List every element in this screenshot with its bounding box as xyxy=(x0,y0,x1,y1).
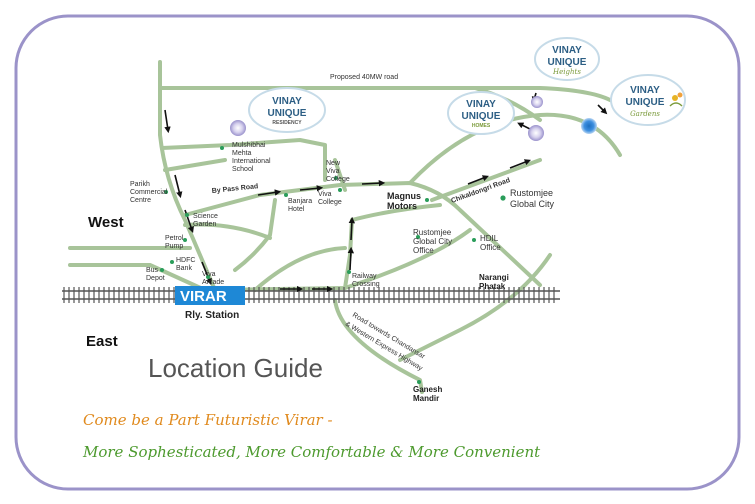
new-viva-label-2: Viva xyxy=(326,168,340,175)
heights-brand-2: UNIQUE xyxy=(548,57,587,68)
heights-location-marker[interactable] xyxy=(531,96,543,108)
mulshibhai-label-1: Mulshibhai xyxy=(232,142,266,149)
rustomjee-office-label-1: Rustomjee xyxy=(413,228,452,237)
gardens-location-marker[interactable] xyxy=(581,118,597,134)
viva-college-label-1: Viva xyxy=(318,191,332,198)
heights-name: Heights xyxy=(552,68,581,76)
homes-brand-2: UNIQUE xyxy=(462,111,501,122)
bus-label-1: Bus xyxy=(146,267,159,274)
residency-logo[interactable]: VINAY UNIQUE RESIDENCY xyxy=(248,87,326,133)
gardens-brand-2: UNIQUE xyxy=(626,97,665,108)
tagline-line-2: More Sophesticated, More Comfortable & M… xyxy=(82,443,541,461)
ganesh-label-2: Mandir xyxy=(413,394,439,403)
gardens-brand-1: VINAY xyxy=(630,85,660,96)
petrol-label-2: Pump xyxy=(165,243,183,250)
narangi-label-2: Phatak xyxy=(479,282,506,291)
station-name: VIRAR xyxy=(180,288,227,305)
homes-logo[interactable]: VINAY UNIQUE HOMES xyxy=(447,91,515,135)
homes-brand-1: VINAY xyxy=(466,99,496,110)
residency-name: RESIDENCY xyxy=(272,120,302,126)
viva-arcade-label-2: Arcade xyxy=(202,279,224,286)
heights-brand-1: VINAY xyxy=(552,45,582,56)
rustomjee-city-label-1: Rustomjee xyxy=(510,188,553,198)
ganesh-label-1: Ganesh xyxy=(413,385,442,394)
mulshibhai-label-3: International xyxy=(232,158,271,165)
residency-brand-2: UNIQUE xyxy=(268,108,307,119)
rustomjee-office-label-2: Global City xyxy=(413,237,452,246)
viva-college-label-2: College xyxy=(318,199,342,206)
homes-location-marker[interactable] xyxy=(528,125,544,141)
petrol-label-1: Petrol xyxy=(165,235,184,242)
science-label-2: Garden xyxy=(193,221,216,228)
map-frame xyxy=(14,14,741,491)
tagline-line-1: Come be a Part Futuristic Virar - xyxy=(83,411,333,429)
parikh-label-2: Commercial xyxy=(130,189,168,196)
new-viva-label-1: New xyxy=(326,160,341,167)
flower-icon xyxy=(669,92,683,107)
railway-label-1: Railway xyxy=(352,273,377,280)
landmark-dots xyxy=(160,146,506,384)
magnus-label-1: Magnus xyxy=(387,191,421,201)
homes-name: HOMES xyxy=(472,123,491,129)
banjara-label-2: Hotel xyxy=(288,206,305,213)
proposed-road-label: Proposed 40MW road xyxy=(330,74,398,81)
mulshibhai-label-4: School xyxy=(232,166,254,173)
hdil-label-2: Office xyxy=(480,243,501,252)
bus-label-2: Depot xyxy=(146,275,165,282)
parikh-label-3: Centre xyxy=(130,197,151,204)
heights-logo[interactable]: VINAY UNIQUE Heights xyxy=(534,37,600,81)
mulshibhai-label-2: Mehta xyxy=(232,150,252,157)
rustomjee-city-label-2: Global City xyxy=(510,199,555,209)
landmark-labels: Mulshibhai Mehta International School Pa… xyxy=(130,142,555,403)
narangi-label-1: Narangi xyxy=(479,273,509,282)
hdfc-label-2: Bank xyxy=(176,265,192,272)
station-sub: Rly. Station xyxy=(185,310,239,321)
east-label: East xyxy=(86,333,118,350)
magnus-label-2: Motors xyxy=(387,201,417,211)
new-viva-label-3: College xyxy=(326,176,350,183)
science-label-1: Science xyxy=(193,213,218,220)
station-badge xyxy=(175,286,245,305)
railway-track xyxy=(62,287,560,303)
hdil-label-1: HDIL xyxy=(480,234,499,243)
location-guide-title: Location Guide xyxy=(148,353,323,383)
rustomjee-office-label-3: Office xyxy=(413,246,434,255)
gardens-name: Gardens xyxy=(630,110,660,118)
hdfc-label-1: HDFC xyxy=(176,257,195,264)
residency-brand-1: VINAY xyxy=(272,96,302,107)
residency-location-marker[interactable] xyxy=(230,120,246,136)
viva-arcade-label-1: Viva xyxy=(202,271,216,278)
banjara-label-1: Banjara xyxy=(288,198,312,205)
bypass-road-label: By Pass Road xyxy=(211,183,258,195)
virar-station[interactable]: VIRAR Rly. Station xyxy=(175,286,245,321)
west-label: West xyxy=(88,214,124,231)
railway-label-2: Crossing xyxy=(352,281,380,288)
gardens-logo[interactable]: VINAY UNIQUE Gardens xyxy=(610,74,686,126)
parikh-label-1: Parikh xyxy=(130,181,150,188)
